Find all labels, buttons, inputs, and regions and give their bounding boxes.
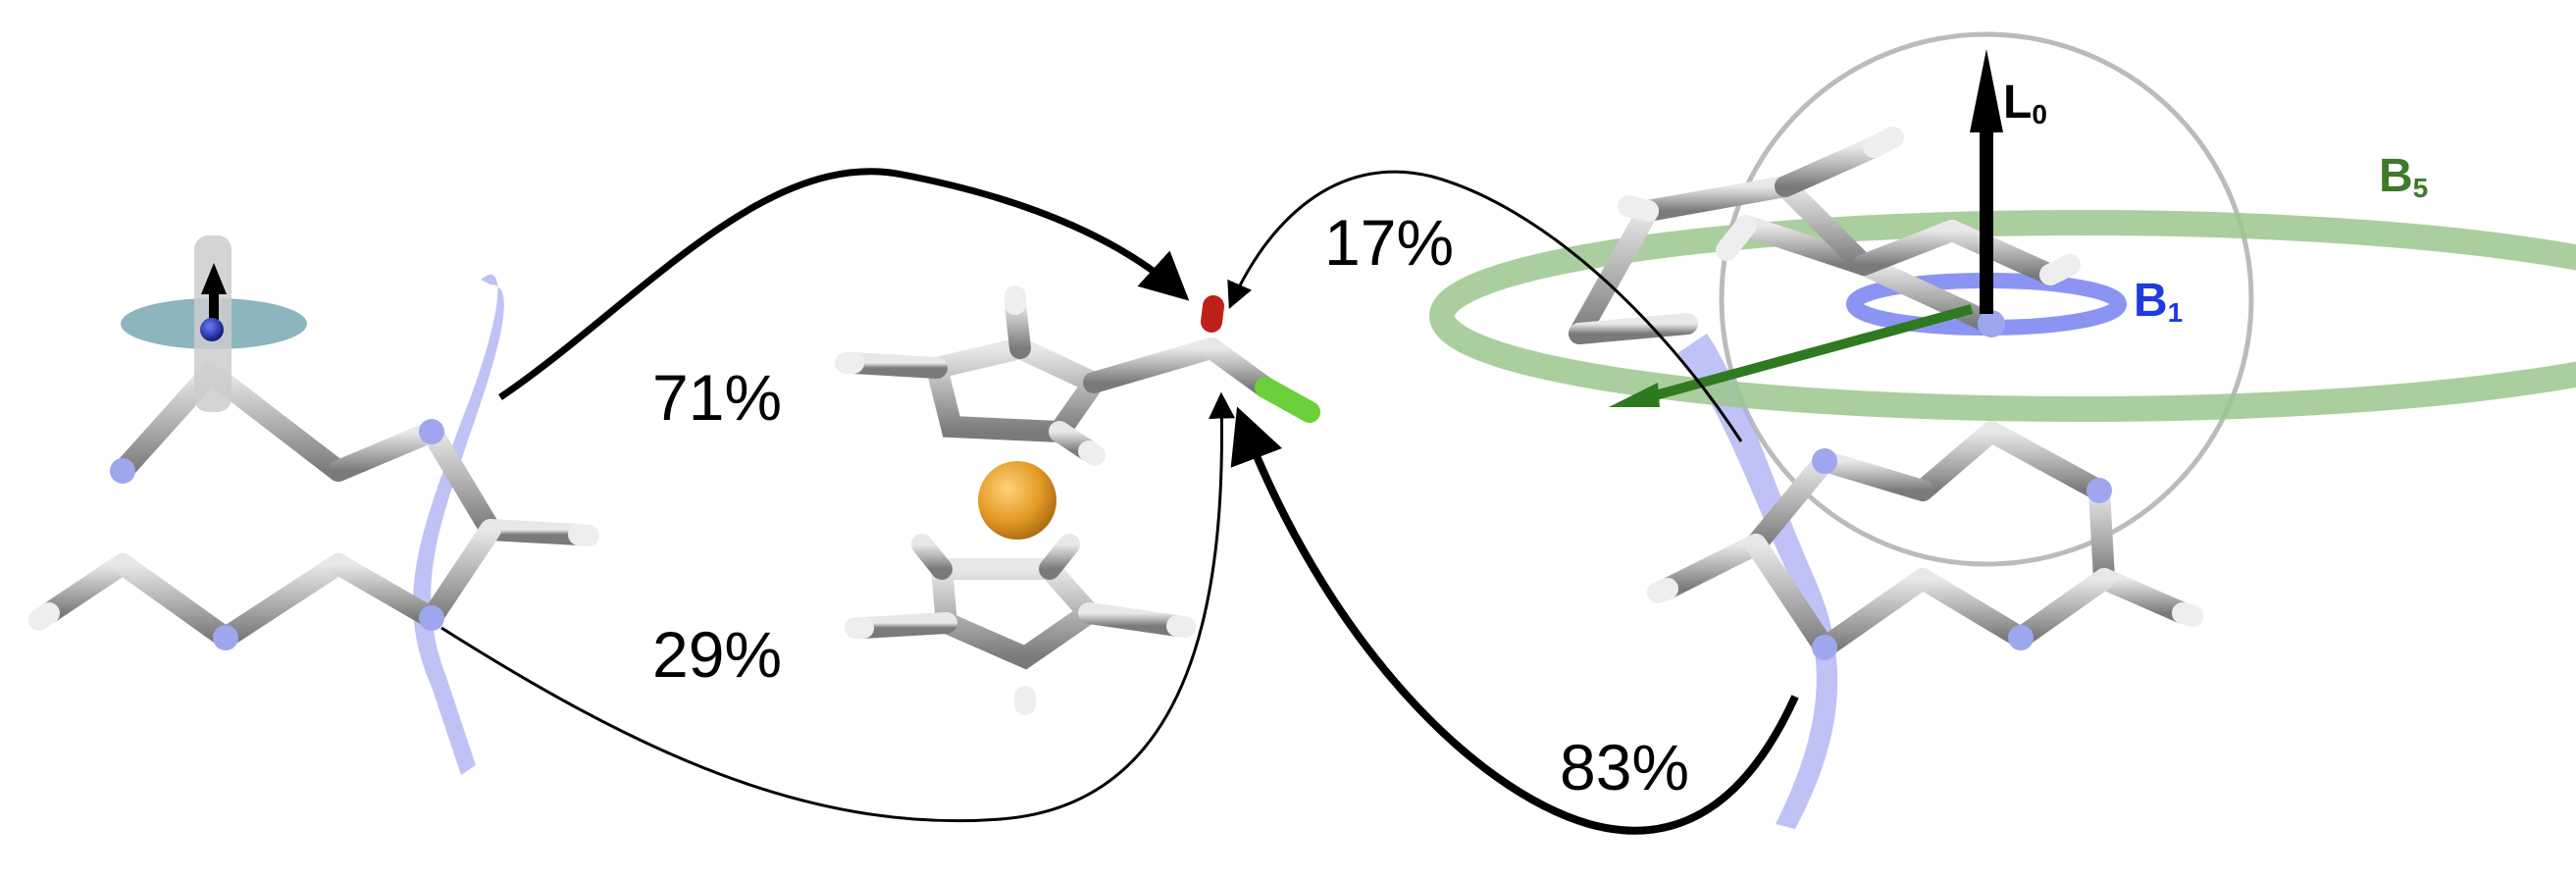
left-purine-molecule [28, 235, 599, 775]
ferrocene-molecule [835, 285, 1320, 715]
percent-top-left: 71% [652, 361, 782, 434]
percent-bottom-right: 83% [1560, 731, 1689, 803]
iron-atom [978, 461, 1056, 540]
right-blue-ribbon [1677, 334, 1838, 829]
arrow-29 [440, 391, 1236, 823]
b5-ring [1429, 210, 2576, 422]
arrow-71 [498, 168, 1190, 400]
label-l0: L0 [2003, 77, 2047, 129]
label-b1: B1 [2134, 275, 2183, 328]
arrow-17 [1227, 170, 1743, 442]
right-sphere-outline [1719, 31, 2254, 567]
arrow-83 [1230, 406, 1799, 835]
left-nitrogen-dot [200, 318, 224, 341]
percent-top-right: 17% [1324, 206, 1454, 279]
transfer-arrows [440, 168, 1799, 835]
right-purine-molecule [1429, 31, 2576, 829]
label-b5: B5 [2379, 150, 2428, 203]
percent-bottom-left: 29% [652, 618, 782, 691]
left-blue-ribbon [413, 274, 504, 775]
